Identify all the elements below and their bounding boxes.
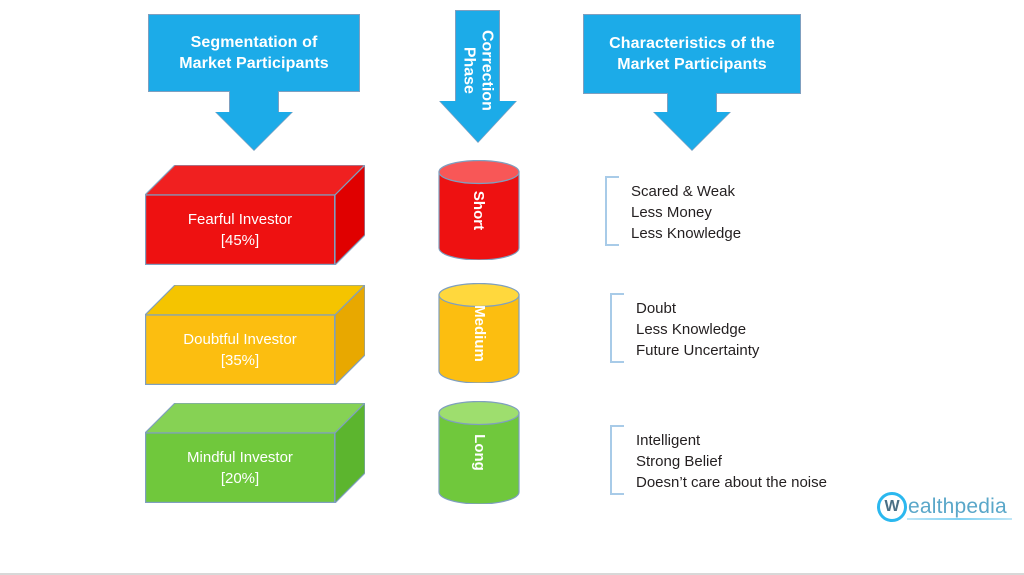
segment-box-2-share: [35%] (220, 352, 260, 369)
segment-box-1-share: [45%] (220, 232, 260, 249)
phase-cylinder-2: Medium (438, 283, 520, 383)
header-segmentation-line1: Segmentation of (190, 33, 318, 51)
segment-box-1-name: Fearful Investor (187, 211, 293, 228)
phase-cylinder-1: Short (438, 160, 520, 260)
segment-box-1-label: Fearful Investor [45%] (145, 195, 335, 265)
phase-cylinder-1-body (438, 171, 520, 260)
correction-phase-line2: Phase (460, 46, 477, 94)
segment-box-2: Doubtful Investor [35%] (145, 285, 365, 385)
characteristic-item: Doubt (636, 300, 677, 317)
phase-cylinder-1-cap (438, 160, 520, 185)
correction-phase-line1: Correction (478, 29, 496, 111)
correction-phase-label: Correction Phase (459, 0, 496, 145)
characteristic-item: Less Knowledge (636, 321, 747, 338)
wealthpedia-logo-underline (907, 518, 1012, 520)
correction-phase-arrow-shaft (455, 10, 500, 102)
characteristics-group-3: Intelligent Strong Belief Doesn’t care a… (610, 425, 850, 495)
phase-cylinder-2-shape (438, 283, 520, 383)
characteristics-bracket-1 (605, 176, 619, 246)
segment-box-3-shape (145, 403, 365, 503)
phase-cylinder-2-body (438, 294, 520, 383)
segment-box-3-name: Mindful Investor (187, 449, 293, 466)
characteristic-item: Less Money (631, 204, 712, 221)
characteristic-item: Future Uncertainty (636, 342, 760, 359)
header-segmentation-arrow-stem (229, 91, 279, 113)
segment-box-2-front (145, 314, 336, 385)
phase-cylinder-3-cap (438, 401, 520, 426)
segment-box-3-label: Mindful Investor [20%] (145, 433, 335, 503)
characteristics-group-1: Scared & Weak Less Money Less Knowledge (605, 176, 845, 246)
header-characteristics-line1: Characteristics of the (609, 34, 775, 52)
phase-cylinder-2-cap (438, 283, 520, 308)
phase-cylinder-3: Long (438, 401, 520, 504)
header-characteristics-line2: Market Participants (617, 56, 767, 73)
header-segmentation-text: Segmentation of Market Participants (179, 32, 329, 74)
segment-box-1-front (145, 194, 336, 265)
characteristic-item: Scared & Weak (631, 183, 735, 200)
wealthpedia-logo: W ealthpedia (877, 492, 1012, 522)
header-characteristics-text: Characteristics of the Market Participan… (609, 33, 775, 75)
characteristic-item: Strong Belief (636, 453, 722, 470)
segment-box-2-name: Doubtful Investor (183, 331, 297, 348)
segment-box-3-top (145, 403, 365, 434)
segment-box-3-share: [20%] (220, 470, 260, 487)
characteristics-list-3: Intelligent Strong Belief Doesn’t care a… (636, 430, 827, 493)
characteristics-list-1: Scared & Weak Less Money Less Knowledge (631, 181, 741, 244)
characteristic-item: Doesn’t care about the noise (636, 474, 827, 491)
header-characteristics: Characteristics of the Market Participan… (583, 14, 801, 94)
segment-box-2-label: Doubtful Investor [35%] (145, 315, 335, 385)
header-segmentation-line2: Market Participants (179, 55, 329, 72)
segment-box-3: Mindful Investor [20%] (145, 403, 365, 503)
correction-phase-arrow-head (440, 101, 516, 142)
segment-box-3-front (145, 432, 336, 503)
header-segmentation-arrow-head (216, 112, 292, 150)
segment-box-1-shape (145, 165, 365, 265)
phase-cylinder-3-shape (438, 401, 520, 504)
segment-box-2-shape (145, 285, 365, 385)
segment-box-2-top (145, 285, 365, 316)
header-characteristics-arrow-stem (667, 93, 717, 113)
characteristics-group-2: Doubt Less Knowledge Future Uncertainty (610, 293, 850, 363)
characteristic-item: Intelligent (636, 432, 701, 449)
wealthpedia-w-letter: W (884, 498, 900, 515)
segment-box-1-top (145, 165, 365, 196)
phase-cylinder-1-shape (438, 160, 520, 260)
characteristics-bracket-2 (610, 293, 624, 363)
segment-box-1: Fearful Investor [45%] (145, 165, 365, 265)
header-characteristics-arrow-head (654, 112, 730, 150)
wealthpedia-wordmark: ealthpedia (908, 495, 1007, 518)
phase-cylinder-3-body (438, 412, 520, 504)
characteristics-bracket-3 (610, 425, 624, 495)
characteristic-item: Less Knowledge (631, 225, 742, 242)
wealthpedia-w-icon: W (877, 492, 907, 522)
header-segmentation: Segmentation of Market Participants (148, 14, 360, 92)
characteristics-list-2: Doubt Less Knowledge Future Uncertainty (636, 298, 759, 361)
